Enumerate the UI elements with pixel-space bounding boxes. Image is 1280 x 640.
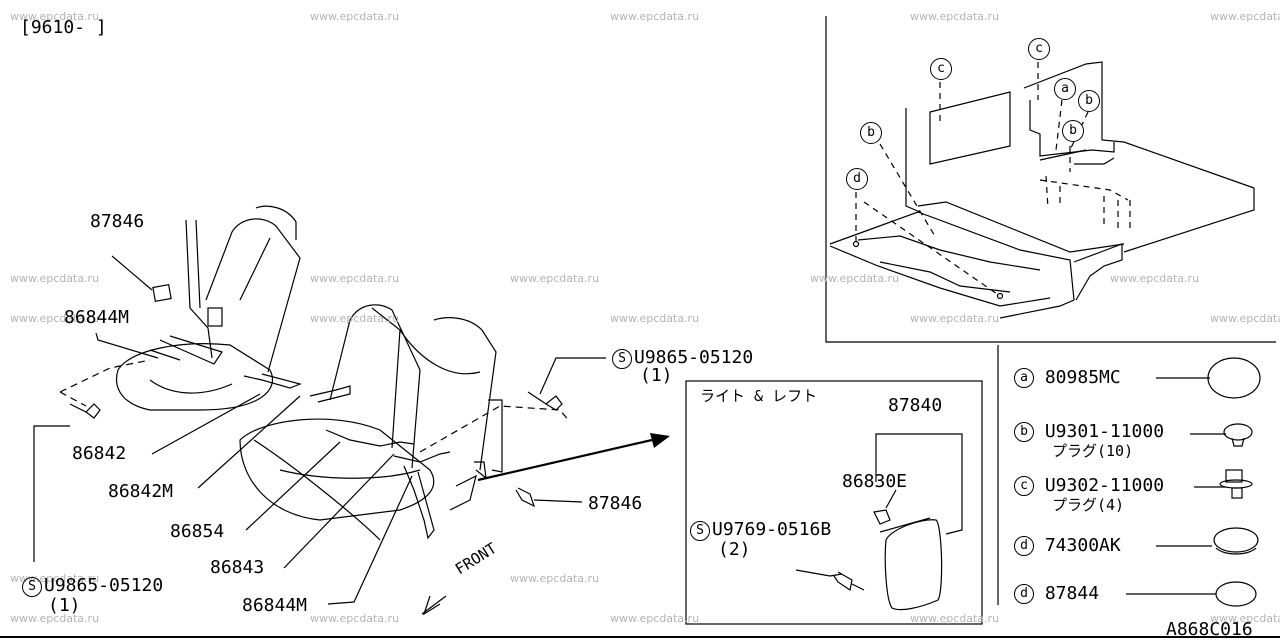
watermark: www.epcdata.ru xyxy=(910,10,1000,23)
watermark: www.epcdata.ru xyxy=(10,612,100,625)
legend-row-a: a 80985MC xyxy=(1014,368,1121,388)
callout-86844m-top: 86844M xyxy=(64,307,130,328)
callout-86830e: 86830E xyxy=(842,471,908,492)
legend-row-b: b U9301-11000 xyxy=(1014,422,1164,442)
legend-mark: a xyxy=(1014,368,1034,388)
s-mark: S xyxy=(22,577,42,597)
legend-row-c: c U9302-11000 xyxy=(1014,476,1164,496)
seat-belt-drawing xyxy=(59,205,571,541)
floor-view-frame xyxy=(825,16,1276,605)
bolt-part-number: U9865-05120 xyxy=(44,575,164,596)
marker-b: b xyxy=(860,122,882,144)
inset-box xyxy=(685,380,983,625)
legend-part: 80985MC xyxy=(1044,367,1121,388)
bolt-qty: (2) xyxy=(718,539,751,560)
marker-a: a xyxy=(1054,78,1076,100)
callout-86844m-bottom: 86844M xyxy=(242,595,308,616)
callout-86843: 86843 xyxy=(210,557,265,578)
watermark: www.epcdata.ru xyxy=(1210,612,1280,625)
pointer-arrow xyxy=(477,438,653,482)
watermark: www.epcdata.ru xyxy=(310,312,400,325)
watermark: www.epcdata.ru xyxy=(10,272,100,285)
callout-87846-top: 87846 xyxy=(90,211,145,232)
bolt-part-number: U9865-05120 xyxy=(634,347,754,368)
legend-part: U9302-11000 xyxy=(1044,475,1165,496)
date-range: [9610- ] xyxy=(20,17,107,38)
watermark: www.epcdata.ru xyxy=(1210,312,1280,325)
inset-title: ライト & レフト xyxy=(700,387,818,405)
callout-86842m: 86842M xyxy=(108,481,174,502)
front-arrow xyxy=(422,595,441,616)
watermark: www.epcdata.ru xyxy=(310,10,400,23)
marker-c: c xyxy=(1028,38,1050,60)
marker-d: d xyxy=(846,168,868,190)
watermark: www.epcdata.ru xyxy=(610,312,700,325)
callout-86854: 86854 xyxy=(170,521,225,542)
floor-panel-drawing xyxy=(829,61,1255,319)
watermark: www.epcdata.ru xyxy=(910,312,1000,325)
watermark: www.epcdata.ru xyxy=(510,572,600,585)
watermark: www.epcdata.ru xyxy=(810,272,900,285)
watermark: www.epcdata.ru xyxy=(310,272,400,285)
legend-desc: プラグ(10) xyxy=(1052,442,1134,460)
callout-87846-right: 87846 xyxy=(588,493,643,514)
diagram-code: A868C016 xyxy=(1166,619,1253,640)
legend-part: U9301-11000 xyxy=(1044,421,1165,442)
marker-c: c xyxy=(930,58,952,80)
legend-row-d1: d 74300AK xyxy=(1014,536,1121,556)
legend-desc: プラグ(4) xyxy=(1052,496,1125,514)
callout-87840: 87840 xyxy=(888,395,943,416)
watermark: www.epcdata.ru xyxy=(510,272,600,285)
legend-mark: b xyxy=(1014,422,1034,442)
s-mark: S xyxy=(612,349,632,369)
watermark: www.epcdata.ru xyxy=(1110,272,1200,285)
legend-mark: c xyxy=(1014,476,1034,496)
watermark: www.epcdata.ru xyxy=(610,612,700,625)
watermark: www.epcdata.ru xyxy=(1210,10,1280,23)
legend-mark: d xyxy=(1014,584,1034,604)
legend-part: 74300AK xyxy=(1044,535,1121,556)
watermark: www.epcdata.ru xyxy=(10,10,100,23)
legend-part-sketches xyxy=(1126,357,1261,607)
anchor-cover-drawing xyxy=(833,509,943,611)
callout-leaders xyxy=(33,255,963,605)
watermark: www.epcdata.ru xyxy=(10,312,100,325)
bolt-qty: (1) xyxy=(640,365,673,386)
watermark: www.epcdata.ru xyxy=(610,10,700,23)
legend-part: 87844 xyxy=(1044,583,1100,604)
watermark: www.epcdata.ru xyxy=(910,612,1000,625)
legend-mark: d xyxy=(1014,536,1034,556)
bolt-qty: (1) xyxy=(48,595,81,616)
bolt-part-number: U9769-0516B xyxy=(712,519,832,540)
marker-b: b xyxy=(1062,120,1084,142)
marker-b: b xyxy=(1078,90,1100,112)
legend-row-d2: d 87844 xyxy=(1014,584,1099,604)
callout-86842: 86842 xyxy=(72,443,127,464)
watermark: www.epcdata.ru xyxy=(310,612,400,625)
s-mark: S xyxy=(690,521,710,541)
